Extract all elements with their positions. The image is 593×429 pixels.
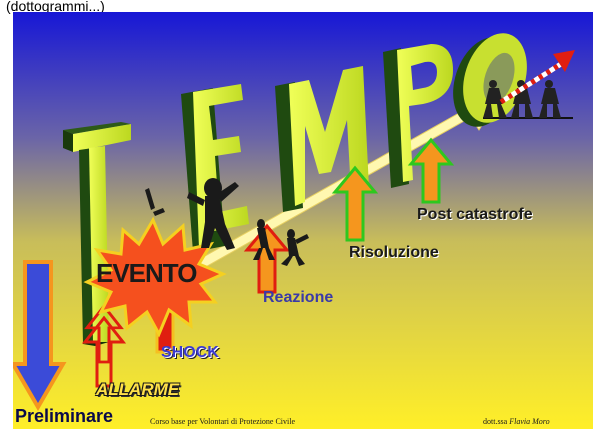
post-catastrofe-label: Post catastrofe	[417, 206, 533, 224]
allarme-label: ALLARME	[96, 380, 179, 400]
footer-author-text: dott.ssa Flavia Moro	[483, 417, 550, 426]
author-name: Flavia Moro	[509, 417, 549, 426]
evento-label: EVENTO	[96, 258, 196, 289]
slide-canvas: EVENTO Preliminare ALLARME SHOCK Reazion…	[13, 12, 593, 429]
reazione-label: Reazione	[263, 289, 333, 307]
shock-label: SHOCK	[161, 344, 219, 362]
author-prefix: dott.ssa	[483, 417, 507, 426]
risoluzione-label: Risoluzione	[349, 244, 439, 262]
footer-course-text: Corso base per Volontari di Protezione C…	[150, 417, 295, 426]
preliminare-label: Preliminare	[15, 406, 113, 427]
